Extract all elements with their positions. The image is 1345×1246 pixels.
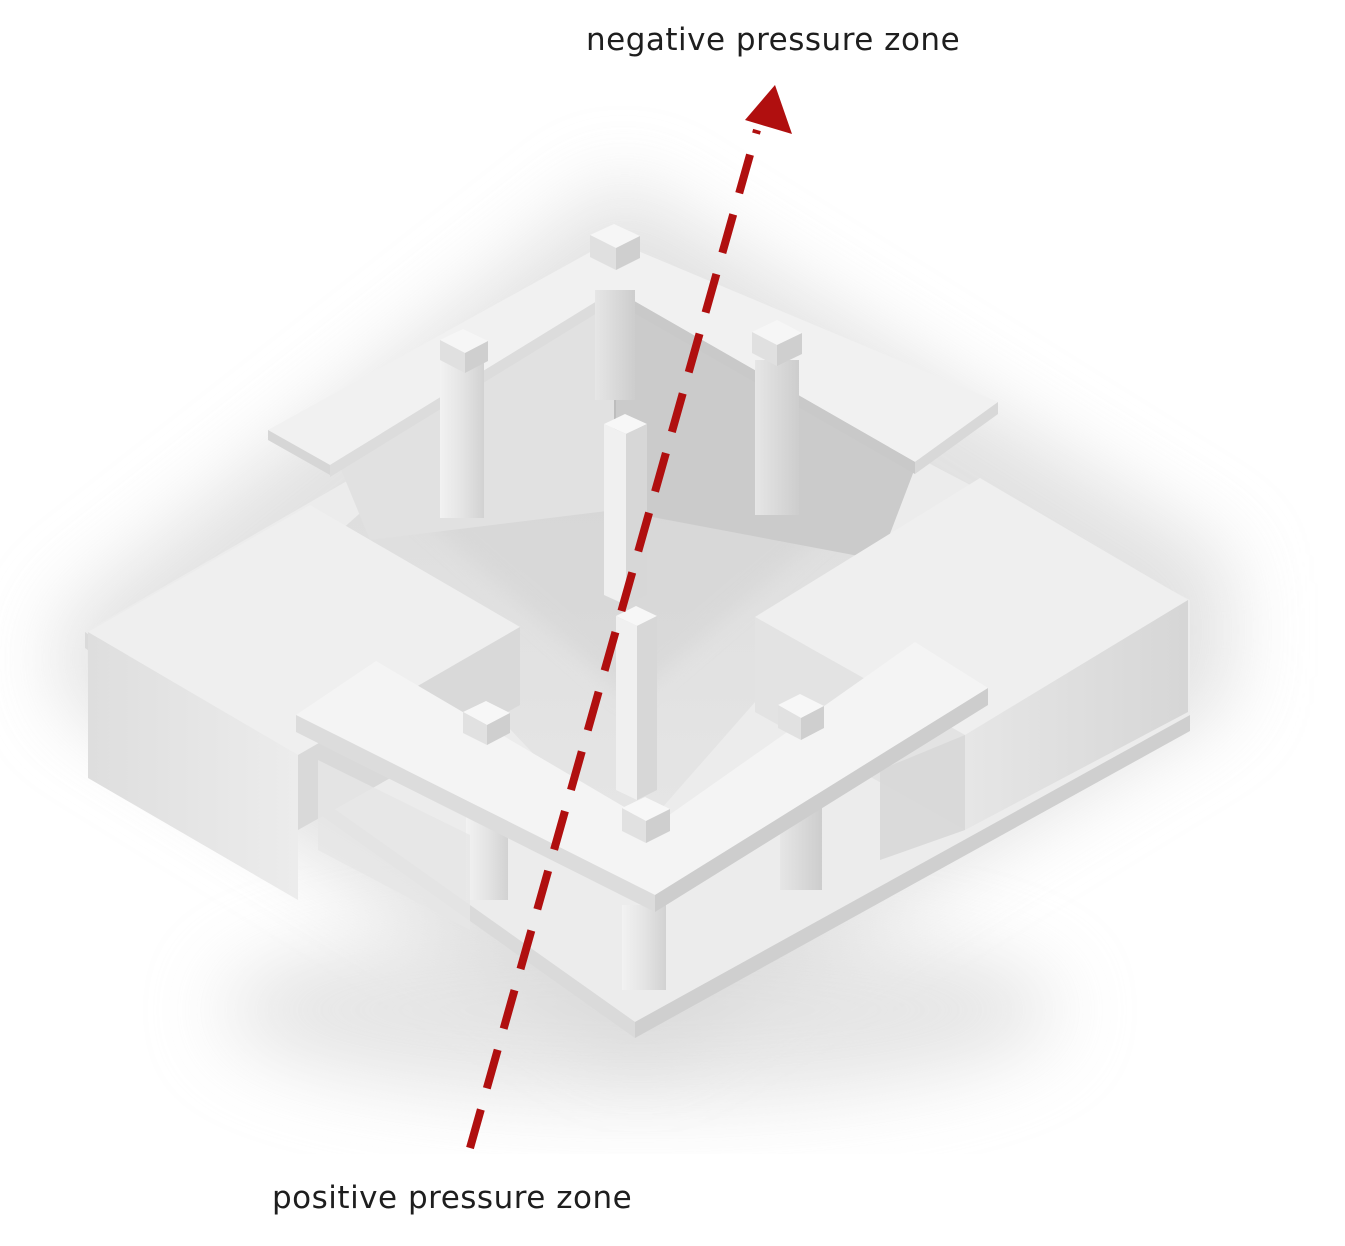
back-column-caps [440,224,802,373]
negative-pressure-zone-label: negative pressure zone [586,22,961,58]
upper-slab-front [296,642,988,912]
front-column-caps [463,694,824,843]
arrowhead-icon [745,85,792,134]
airflow-arrow [466,85,792,1150]
front-interior [318,735,965,930]
courtyard-pillar-short [616,606,657,800]
central-pillar [604,414,647,605]
positive-pressure-zone-label: positive pressure zone [272,1180,633,1216]
back-columns [440,290,799,518]
dashed-arrow-icon [466,128,761,1150]
